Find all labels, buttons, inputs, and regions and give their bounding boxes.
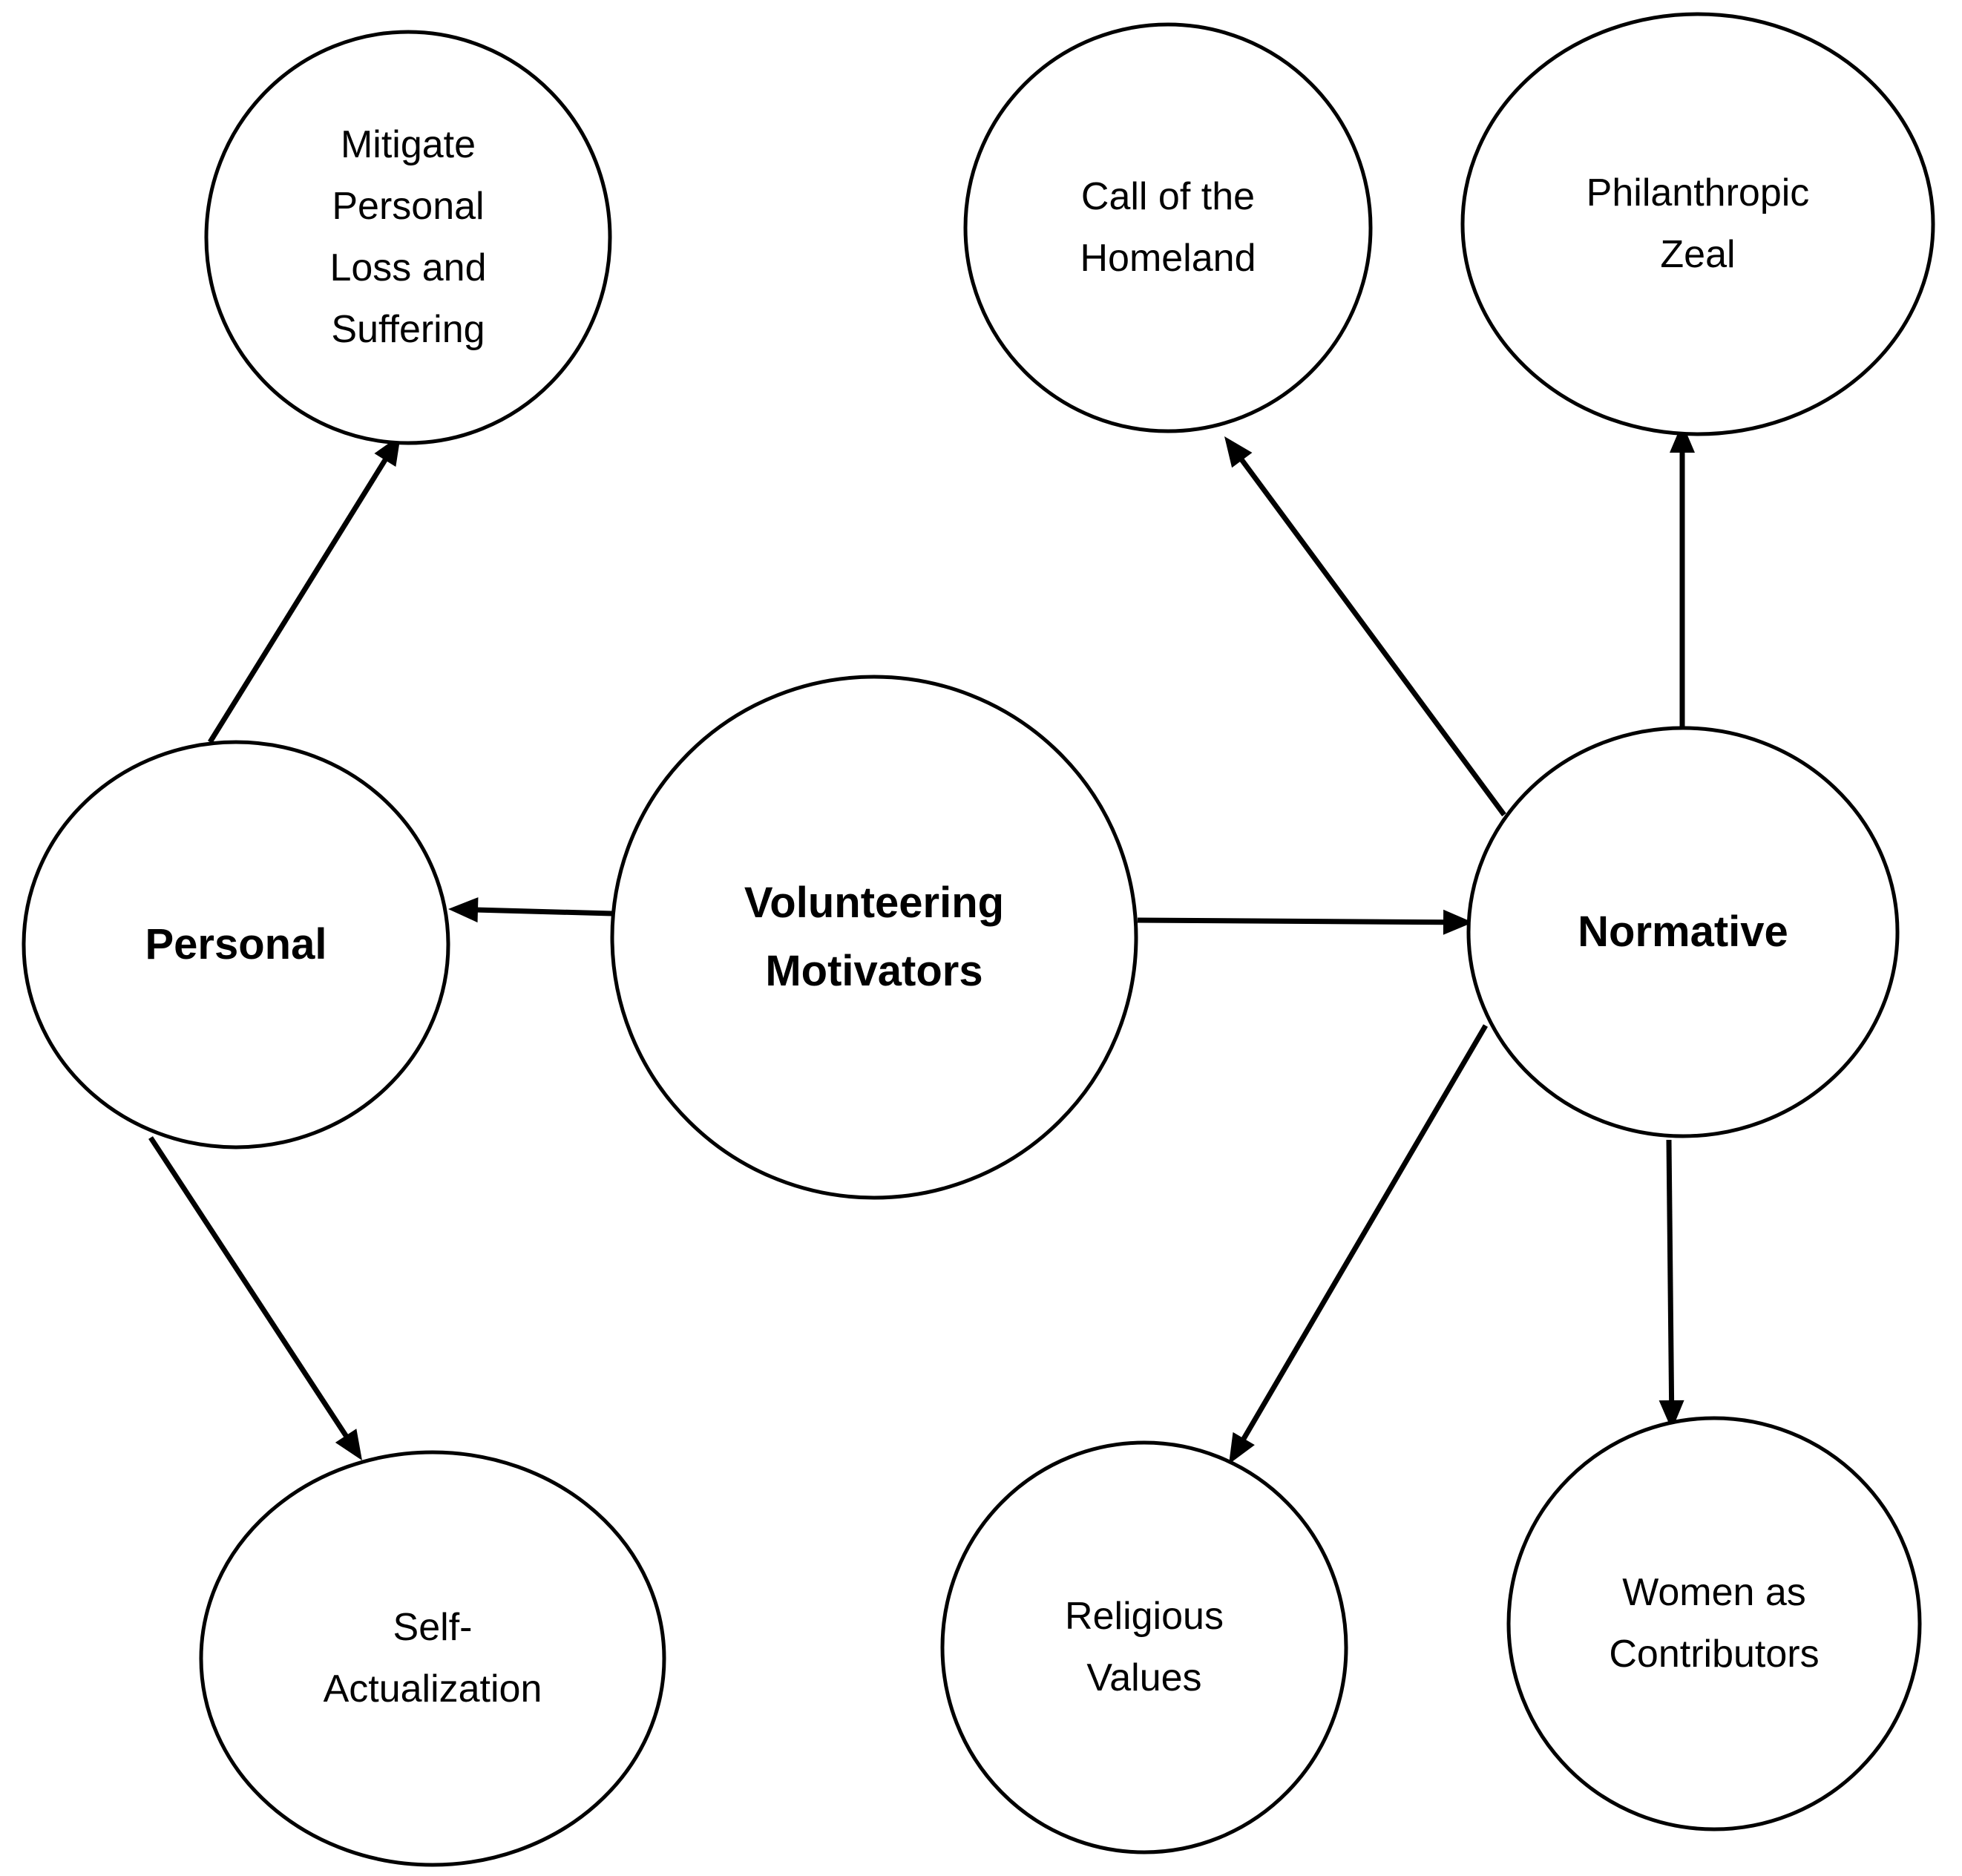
- arrowhead: [448, 897, 479, 923]
- node-label-personal: Personal: [56, 773, 416, 1117]
- arrowhead: [1229, 1431, 1255, 1464]
- node-label-line: Contributors: [1609, 1632, 1820, 1676]
- arrow-line: [1238, 456, 1506, 817]
- node-label-line: Women as: [1622, 1570, 1806, 1614]
- arrow-personal-to-mitigate-personal-loss: [208, 435, 401, 744]
- node-label-line: Call of the: [1080, 174, 1256, 218]
- node-label-line: Philanthropic: [1586, 171, 1810, 214]
- node-circle-volunteering-motivators: [610, 675, 1138, 1200]
- node-label-line: Personal: [145, 919, 327, 968]
- node-label-line: Zeal: [1660, 232, 1736, 276]
- node-label-line: Suffering: [331, 307, 485, 351]
- node-label-line: Mitigate: [340, 122, 476, 166]
- arrow-volunteering-motivators-to-personal: [448, 897, 613, 923]
- arrowhead: [1443, 909, 1473, 935]
- arrow-line: [1240, 1024, 1489, 1443]
- arrow-normative-to-philanthropic-zeal: [1670, 423, 1695, 729]
- arrow-line: [148, 1136, 350, 1440]
- arrow-line: [1137, 917, 1447, 925]
- arrow-personal-to-self-actualization: [148, 1136, 362, 1460]
- arrowhead: [1658, 1400, 1684, 1430]
- node-circle-self-actualization: [199, 1450, 666, 1867]
- node-label-normative: Normative: [1500, 758, 1865, 1106]
- node-label-line: Volunteering: [744, 878, 1005, 927]
- arrow-line: [474, 907, 613, 916]
- node-label-women-as-contributors: Women as Contributors: [1540, 1449, 1889, 1799]
- node-circle-women-as-contributors: [1506, 1416, 1922, 1831]
- arrow-normative-to-call-of-the-homeland: [1224, 436, 1506, 817]
- node-label-line: Normative: [1578, 908, 1788, 956]
- node-label-self-actualization: Self- Actualization: [236, 1483, 629, 1834]
- node-label-line: Actualization: [323, 1667, 542, 1711]
- node-label-line: Religious: [1065, 1594, 1224, 1638]
- node-label-line: Self-: [393, 1605, 473, 1649]
- arrowhead: [1670, 423, 1695, 453]
- node-label-line: Motivators: [765, 946, 983, 995]
- node-circle-call-of-the-homeland: [963, 22, 1373, 433]
- edges-layer: [148, 423, 1695, 1464]
- node-circle-mitigate-personal-loss: [204, 30, 612, 445]
- node-label-line: Homeland: [1080, 236, 1256, 280]
- arrowhead: [1224, 436, 1253, 468]
- node-label-line: Loss and: [329, 246, 487, 289]
- arrow-volunteering-motivators-to-normative: [1137, 909, 1473, 935]
- node-circle-religious-values: [940, 1440, 1348, 1854]
- node-label-line: Values: [1086, 1656, 1202, 1699]
- node-circle-personal: [22, 740, 450, 1149]
- node-circle-normative: [1466, 726, 1900, 1138]
- arrow-line: [208, 456, 389, 744]
- arrow-line: [1666, 1139, 1675, 1404]
- node-circle-philanthropic-zeal: [1460, 12, 1935, 436]
- node-label-line: Personal: [332, 184, 485, 228]
- arrowhead: [335, 1429, 362, 1460]
- arrow-normative-to-women-as-contributors: [1658, 1139, 1684, 1430]
- arrow-normative-to-religious-values: [1229, 1024, 1489, 1464]
- nodes-layer: [22, 12, 1935, 1867]
